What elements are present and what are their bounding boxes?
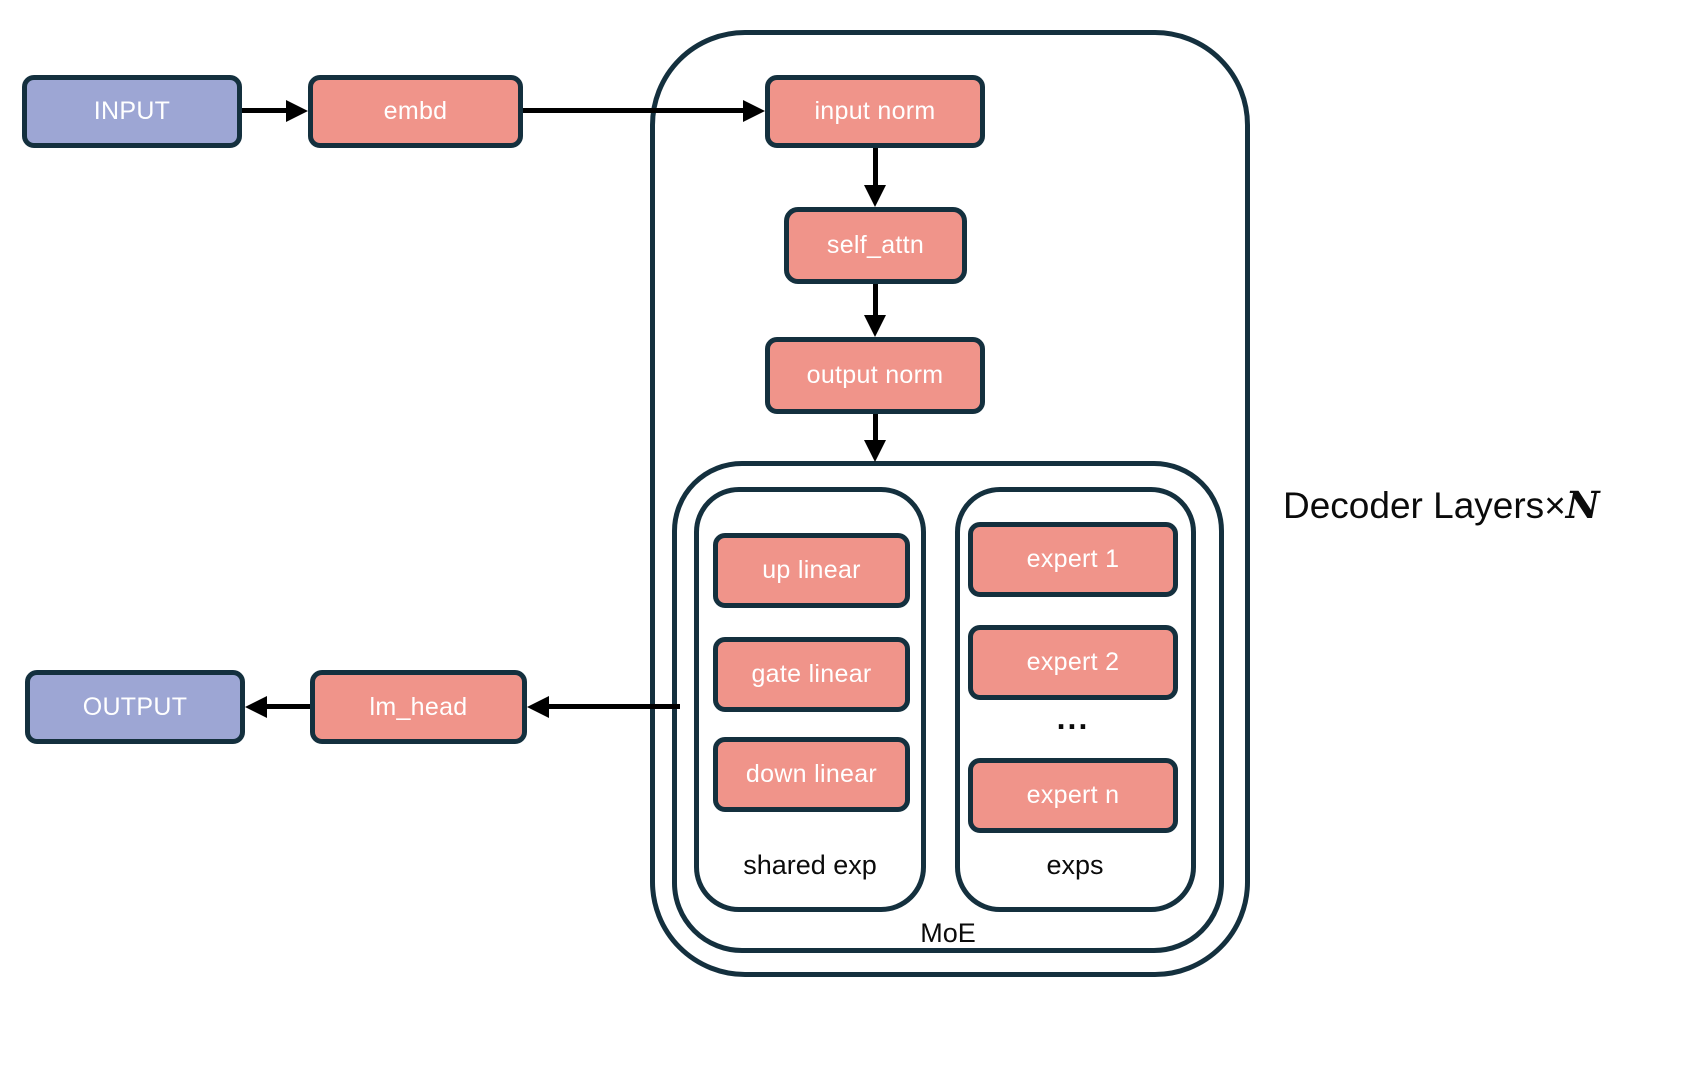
up-linear-node-label: up linear — [762, 556, 861, 584]
output-norm-node-label: output norm — [806, 361, 944, 389]
gate-linear-node: gate linear — [713, 637, 910, 712]
arrowhead-right-icon — [743, 100, 765, 122]
arrowhead-left-icon — [245, 696, 267, 718]
lm-head-node-label: lm_head — [369, 692, 468, 721]
arrowhead-down-icon — [864, 185, 886, 207]
self-attn-to-output-norm-arrow — [873, 284, 878, 317]
shared-expert-container — [694, 487, 926, 912]
exps-group-label: exps — [1046, 850, 1104, 880]
arrowhead-down-icon — [864, 440, 886, 462]
self-attn-node-label: self_attn — [826, 231, 925, 259]
up-linear-node: up linear — [713, 533, 910, 608]
input-node-label: INPUT — [93, 97, 171, 125]
expert-2-node: expert 2 — [968, 625, 1178, 700]
decoder-layers-annotation: Decoder Layers×N — [1283, 483, 1600, 527]
expert-n-node-label: expert n — [1026, 781, 1120, 809]
expert-1-node: expert 1 — [968, 522, 1178, 597]
moe-to-lm-head-arrow — [549, 704, 680, 709]
lm-head-to-output-arrow — [267, 704, 310, 709]
output-norm-node: output norm — [765, 337, 985, 414]
layer-count-variable: N — [1565, 483, 1600, 527]
times-symbol: × — [1544, 485, 1566, 526]
down-linear-node-label: down linear — [745, 760, 878, 788]
embd-node: embd — [308, 75, 523, 148]
arrowhead-right-icon — [286, 100, 308, 122]
input-norm-node-label: input norm — [814, 97, 936, 125]
gate-linear-node-label: gate linear — [751, 660, 872, 688]
expert-n-node: expert n — [968, 758, 1178, 833]
embd-to-input-norm-arrow — [523, 108, 745, 113]
arrowhead-left-icon — [527, 696, 549, 718]
expert-2-node-label: expert 2 — [1026, 648, 1120, 676]
moe-group-label: MoE — [920, 918, 976, 948]
decoder-layers-text: Decoder Layers — [1283, 485, 1545, 526]
experts-ellipsis: ... — [1056, 700, 1090, 736]
experts-container — [955, 487, 1196, 912]
output-node: OUTPUT — [25, 670, 245, 744]
output-node-label: OUTPUT — [82, 692, 188, 721]
arrowhead-down-icon — [864, 315, 886, 337]
input-node: INPUT — [22, 75, 242, 148]
self-attn-node: self_attn — [784, 207, 967, 284]
shared-exp-group-label: shared exp — [743, 850, 877, 880]
down-linear-node: down linear — [713, 737, 910, 812]
decoder-layers-container — [650, 30, 1250, 977]
expert-1-node-label: expert 1 — [1026, 545, 1120, 573]
input-to-embd-arrow — [242, 108, 288, 113]
output-norm-to-moe-arrow — [873, 414, 878, 442]
input-norm-to-self-attn-arrow — [873, 148, 878, 187]
embd-node-label: embd — [383, 97, 448, 125]
input-norm-node: input norm — [765, 75, 985, 148]
lm-head-node: lm_head — [310, 670, 527, 744]
